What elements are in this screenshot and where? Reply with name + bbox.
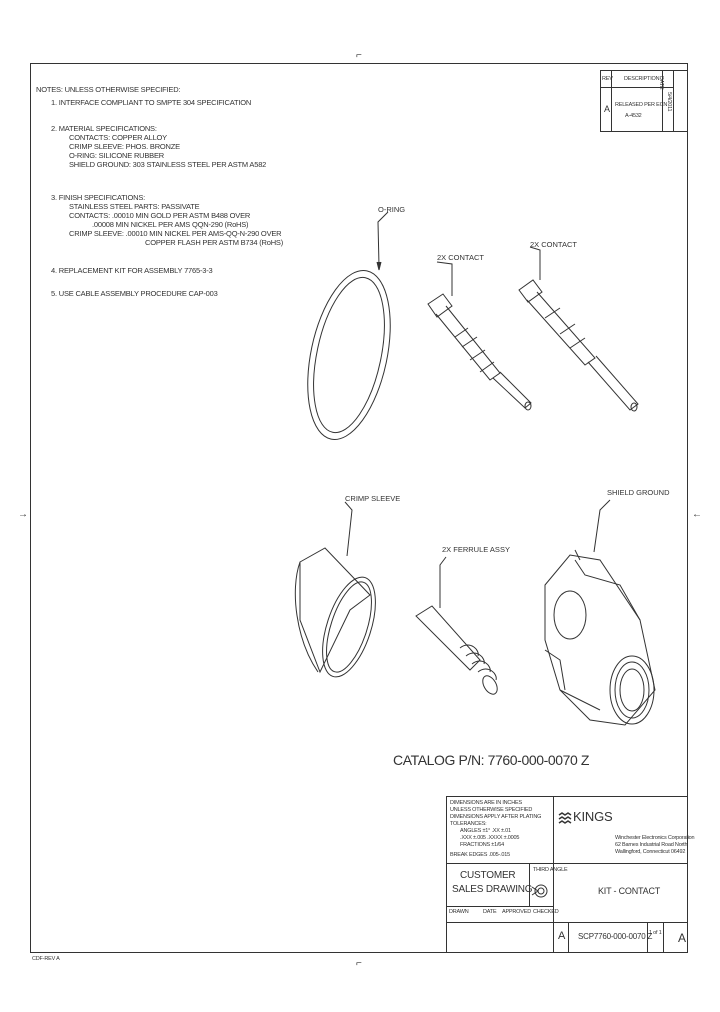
note-3-line: CRIMP SLEEVE: .00010 MIN NICKEL PER AMS-… <box>69 229 282 238</box>
drawing-border <box>30 63 688 953</box>
size-letter: A <box>558 930 566 942</box>
note-3-line: .00008 MIN NICKEL PER AMS QQN-290 (RoHS) <box>92 220 249 229</box>
kings-logo-icon <box>558 812 572 824</box>
revision-date-cell <box>662 87 674 132</box>
ferrule-drawing <box>415 605 498 695</box>
company-line: Winchester Electronics Corporation <box>615 835 695 841</box>
drawn-label: DRAWN <box>449 909 469 915</box>
note-2-line: CRIMP SLEEVE: PHOS. BRONZE <box>69 142 180 151</box>
contact-left-label: 2X CONTACT <box>437 253 484 262</box>
tolerance-line: BREAK EDGES .005-.015 <box>450 852 510 858</box>
bottom-center-marker: ⌐ <box>356 958 362 969</box>
desc-col-label: DESCRIPTION <box>624 76 660 82</box>
contact-right-label: 2X CONTACT <box>530 240 577 249</box>
checked-label: CHECKED <box>533 909 559 915</box>
right-center-marker: ← <box>692 509 702 520</box>
rev-letter: A <box>678 931 686 945</box>
top-center-marker: ⌐ <box>356 50 362 61</box>
tolerance-line: DIMENSIONS APPLY AFTER PLATING <box>450 814 542 820</box>
note-3-line: STAINLESS STEEL PARTS: PASSIVATE <box>69 202 200 211</box>
crimp-sleeve-drawing <box>294 547 376 678</box>
crimp-sleeve-label: CRIMP SLEEVE <box>345 494 401 503</box>
note-2-line: O-RING: SILICONE RUBBER <box>69 151 164 160</box>
oring-label: O-RING <box>378 205 406 214</box>
tolerance-line: TOLERANCES: <box>450 821 487 827</box>
company-line: Wallingford, Connecticut 06492 <box>615 849 686 855</box>
contact-right-drawing <box>518 279 639 412</box>
note-3-title: 3. FINISH SPECIFICATIONS: <box>51 193 146 202</box>
shield-ground-drawing <box>544 549 656 726</box>
note-3-line: CONTACTS: .00010 MIN GOLD PER ASTM B488 … <box>69 211 251 220</box>
rev-col-label: REV <box>602 76 613 82</box>
note-2-title: 2. MATERIAL SPECIFICATIONS: <box>51 124 157 133</box>
footer-code: CDF-REV A <box>32 956 60 962</box>
customer-text: CUSTOMER <box>460 870 516 881</box>
ferrule-label: 2X FERRULE ASSY <box>442 545 510 554</box>
left-center-marker: → <box>18 509 28 520</box>
note-4: 4. REPLACEMENT KIT FOR ASSEMBLY 7765-3-3 <box>51 266 213 275</box>
brand-name: KINGS <box>573 809 613 824</box>
oring-drawing <box>307 270 391 440</box>
note-3-line: COPPER FLASH PER ASTM B734 (RoHS) <box>145 238 284 247</box>
note-2-line: CONTACTS: COPPER ALLOY <box>69 133 167 142</box>
sheet-cell <box>647 922 664 953</box>
approved-row <box>446 922 554 953</box>
approved-label: APPROVED <box>502 909 531 915</box>
third-angle-projection-icon <box>531 884 548 898</box>
revision-ecn: A-4532 <box>625 113 642 119</box>
note-2-line: SHIELD GROUND: 303 STAINLESS STEEL PER A… <box>69 160 267 169</box>
rev-cell <box>663 922 688 953</box>
company-line: 62 Barnes Industrial Road North <box>615 842 688 848</box>
shield-ground-label: SHIELD GROUND <box>607 488 670 497</box>
catalog-part-number: CATALOG P/N: 7760-000-0070 Z <box>393 752 590 768</box>
notes-header: NOTES: UNLESS OTHERWISE SPECIFIED: <box>36 85 181 94</box>
note-1: 1. INTERFACE COMPLIANT TO SMPTE 304 SPEC… <box>51 98 252 107</box>
revision-letter: A <box>604 104 610 114</box>
tolerance-line: DIMENSIONS ARE IN INCHES <box>450 800 522 806</box>
drawing-number: SCP7760-000-0070 Z <box>578 932 653 941</box>
revision-description: RELEASED PER ECN <box>615 102 668 108</box>
tolerance-line: .XXX ±.005 .XXXX ±.0005 <box>460 835 520 841</box>
third-angle-text: THIRD ANGLE <box>533 867 568 873</box>
contact-left-drawing <box>427 293 532 411</box>
sales-drawing-text: SALES DRAWING <box>452 884 533 895</box>
sheet-number: 1 of 1 <box>649 930 662 936</box>
date-label: DATE <box>483 909 497 915</box>
drawing-title: KIT - CONTACT <box>598 886 661 896</box>
tolerance-line: UNLESS OTHERWISE SPECIFIED <box>450 807 533 813</box>
note-5: 5. USE CABLE ASSEMBLY PROCEDURE CAP-003 <box>51 289 218 298</box>
tolerance-line: FRACTIONS ±1/64 <box>460 842 505 848</box>
tolerance-line: ANGLES ±1° .XX ±.01 <box>460 828 511 834</box>
